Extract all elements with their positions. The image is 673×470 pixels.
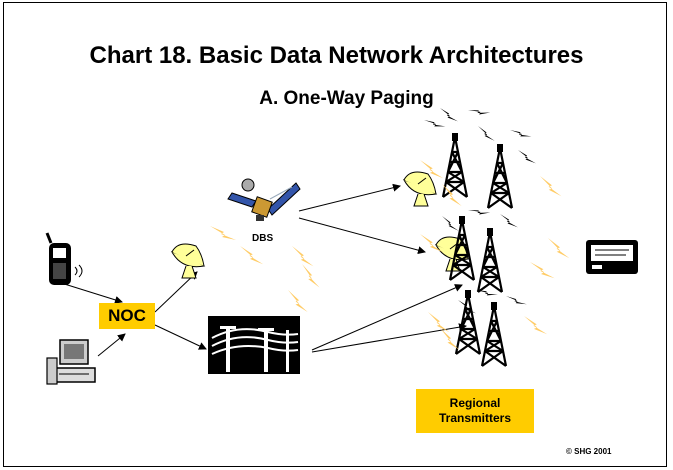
copyright-text: © SHG 2001 — [566, 447, 612, 456]
radio-tower-icon — [480, 300, 508, 368]
slide-title: Chart 18. Basic Data Network Architectur… — [89, 42, 584, 69]
slide-subtitle: A. One-Way Paging — [259, 88, 434, 109]
radio-tower-icon — [454, 288, 482, 356]
satellite-dish-icon — [171, 243, 205, 279]
regional-transmitters-label: Regional Transmitters — [416, 389, 534, 433]
noc-label: NOC — [99, 303, 155, 329]
satellite-icon — [227, 178, 301, 221]
radio-tower-icon — [441, 131, 469, 199]
connection-lines — [57, 183, 467, 357]
radio-tower-icon — [476, 226, 504, 294]
satellite-dish-icon — [403, 171, 437, 207]
desktop-computer-icon — [46, 339, 96, 385]
slide-border — [3, 2, 667, 467]
power-lines-icon — [208, 316, 300, 374]
radio-tower-icon — [486, 142, 514, 210]
cell-phone-icon — [45, 232, 83, 285]
dbs-label: DBS — [252, 233, 274, 244]
pager-icon — [586, 240, 638, 274]
